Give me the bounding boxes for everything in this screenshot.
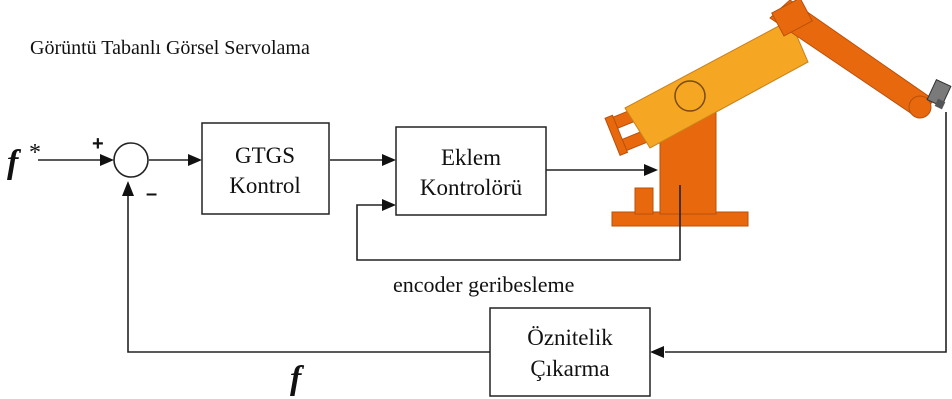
robot-arm-icon xyxy=(604,0,935,227)
reference-superscript: * xyxy=(29,140,41,166)
gtgs-label-line2: Kontrol xyxy=(229,173,301,198)
feature-feedback-wire xyxy=(127,196,490,353)
gtgs-control-block: GTGS Kontrol xyxy=(201,122,330,215)
reference-symbol: f xyxy=(7,144,22,181)
diagram-title: Görüntü Tabanlı Görsel Servolama xyxy=(30,37,310,59)
minus-sign: – xyxy=(146,183,157,205)
oznitelik-label-line2: Çıkarma xyxy=(530,356,609,381)
camera-icon xyxy=(926,78,952,110)
feature-extraction-block: Öznitelik Çıkarma xyxy=(489,307,651,397)
encoder-feedback-label: encoder geribesleme xyxy=(393,272,574,297)
feedback-symbol: f xyxy=(290,360,305,397)
eklem-label-line2: Kontrolörü xyxy=(420,175,523,200)
summing-junction xyxy=(113,142,149,178)
reference-arrow xyxy=(100,154,114,166)
joint-controller-block: Eklem Kontrolörü xyxy=(395,126,547,216)
encoder-loop-wire xyxy=(356,185,681,261)
eklem-label-line1: Eklem xyxy=(441,145,501,170)
plus-sign: + xyxy=(92,133,104,155)
oznitelik-label-line1: Öznitelik xyxy=(527,325,613,350)
camera-wire xyxy=(665,112,947,353)
gtgs-label-line1: GTGS xyxy=(235,143,295,168)
